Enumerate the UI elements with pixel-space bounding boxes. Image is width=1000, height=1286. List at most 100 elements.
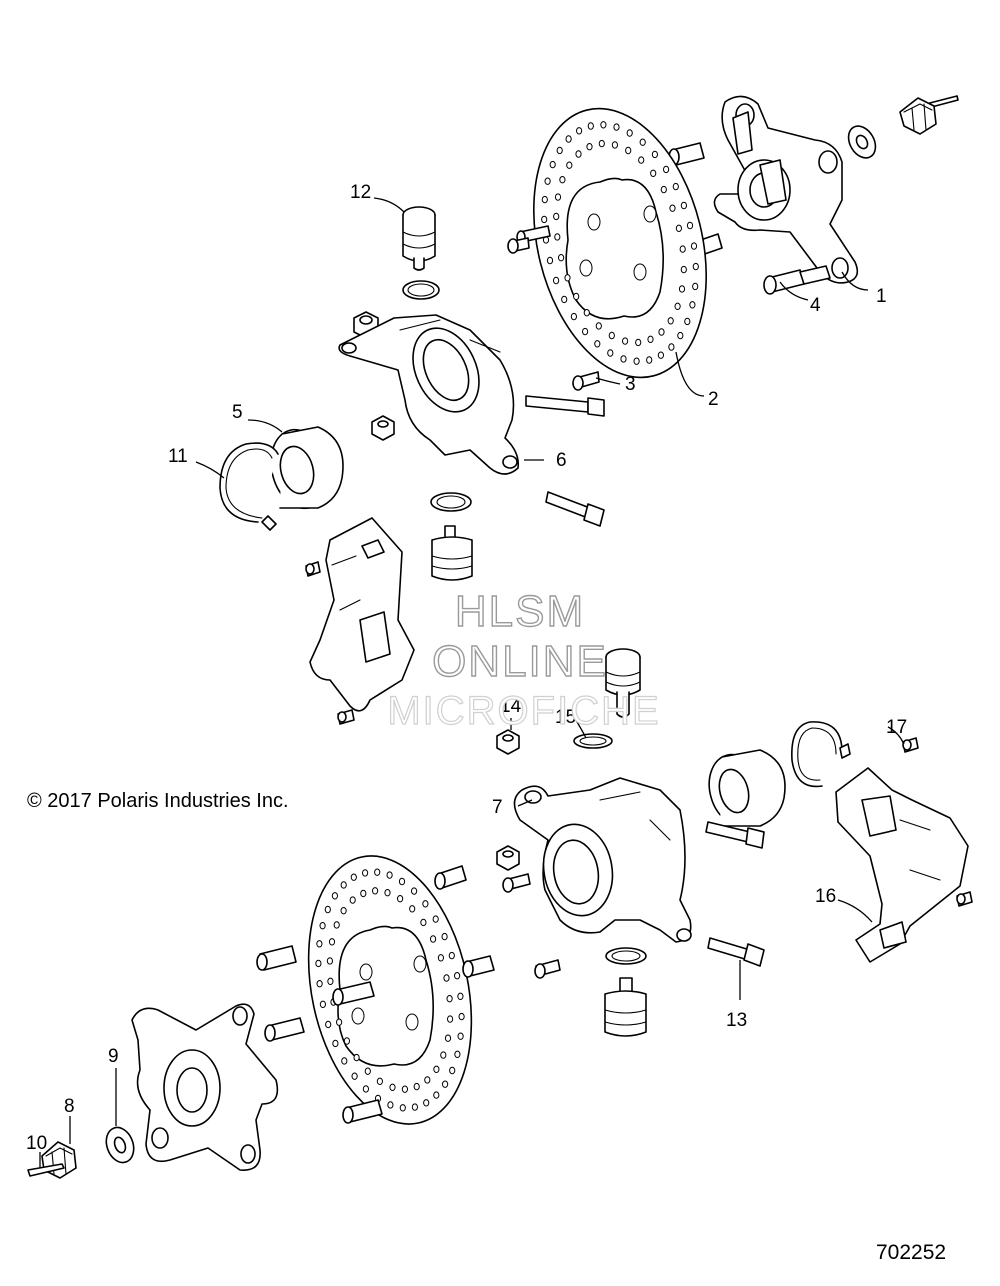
- vent-hole: [441, 932, 448, 941]
- snap-ring-upper-top: [402, 280, 440, 300]
- vent-hole: [684, 317, 691, 326]
- vent-hole: [398, 877, 406, 886]
- wheel-stud-lower-e: [264, 1017, 305, 1042]
- vent-hole: [433, 1065, 440, 1074]
- vent-hole: [658, 328, 665, 336]
- vent-hole: [411, 887, 418, 895]
- vent-hole: [570, 312, 578, 321]
- vent-hole: [692, 262, 699, 271]
- callout-8: 8: [64, 1096, 75, 1117]
- castle-nut-upper: [899, 97, 937, 135]
- vent-hole: [422, 900, 429, 908]
- vent-hole: [443, 974, 450, 982]
- snap-ring-upper: [219, 442, 279, 531]
- vent-hole: [432, 915, 439, 923]
- vent-hole: [360, 889, 367, 898]
- vent-hole: [442, 1080, 449, 1088]
- vent-hole: [353, 1053, 360, 1062]
- wheel-stud-lower-d: [332, 981, 375, 1006]
- vent-hole: [546, 256, 554, 265]
- vent-hole: [565, 135, 572, 143]
- vent-hole: [454, 1050, 461, 1059]
- vent-hole: [647, 335, 654, 343]
- brake-disc-lower: [307, 855, 473, 1125]
- snap-ring-lower-bottom: [605, 947, 647, 965]
- vent-hole: [376, 1077, 383, 1086]
- snap-ring-lower-top: [573, 733, 613, 749]
- vent-hole: [316, 980, 323, 988]
- vent-hole: [595, 322, 602, 330]
- vent-hole: [440, 1051, 447, 1059]
- vent-hole: [424, 1076, 431, 1084]
- vent-hole: [449, 1066, 456, 1075]
- vent-hole: [430, 935, 437, 943]
- vent-hole: [678, 285, 686, 293]
- wheel-hub-lower: [131, 1003, 279, 1171]
- vent-hole: [690, 242, 698, 250]
- vent-hole: [559, 176, 566, 184]
- ball-joint-lower-top: [605, 648, 641, 718]
- caliper-screw-lower-b: [956, 891, 973, 907]
- callout-14: 14: [500, 696, 522, 717]
- vent-hole: [558, 254, 565, 262]
- diagram-number: 702252: [876, 1241, 947, 1264]
- vent-hole: [341, 1057, 348, 1065]
- watermark-line-2: ONLINE: [432, 637, 608, 686]
- callout-11: 11: [168, 446, 188, 467]
- watermark: HLSM ONLINE MICROFICHE: [387, 586, 660, 733]
- vent-hole: [319, 922, 326, 930]
- brake-disc-upper: [533, 107, 707, 379]
- callout-17: 17: [886, 717, 907, 738]
- lock-nut-lower: [496, 729, 520, 755]
- vent-hole: [326, 957, 333, 965]
- vent-hole: [457, 1032, 464, 1040]
- vent-hole: [420, 918, 427, 927]
- callout-5: 5: [232, 402, 243, 423]
- disc-bolt-upper-c: [572, 371, 600, 391]
- callout-9: 9: [108, 1046, 119, 1067]
- vent-hole: [340, 907, 347, 915]
- vent-hole: [447, 1015, 454, 1023]
- vent-hole: [677, 331, 684, 340]
- vent-hole: [437, 954, 444, 962]
- vent-hole: [561, 295, 568, 304]
- ball-joint-upper-top: [402, 206, 436, 271]
- steering-knuckle-upper: [338, 314, 520, 475]
- knuckle-bolt-upper: [525, 395, 605, 417]
- vent-hole: [541, 195, 548, 204]
- vent-hole: [331, 892, 338, 900]
- vent-hole: [362, 869, 369, 877]
- vent-hole: [646, 356, 653, 364]
- vent-hole: [680, 201, 688, 210]
- vent-hole: [622, 337, 629, 345]
- vent-hole: [672, 182, 679, 191]
- vent-hole: [564, 274, 571, 282]
- vent-hole: [327, 977, 334, 985]
- vent-hole: [583, 309, 590, 317]
- vent-hole: [399, 1104, 406, 1112]
- vent-hole: [389, 1083, 396, 1092]
- watermark-line-3: MICROFICHE: [387, 689, 660, 733]
- vent-hole: [386, 871, 393, 879]
- vent-hole: [349, 896, 356, 904]
- vent-hole: [351, 1072, 358, 1080]
- vent-hole: [315, 959, 322, 968]
- vent-hole: [600, 121, 607, 129]
- vent-hole: [372, 887, 379, 895]
- wheel-stud-upper-c: [763, 265, 831, 295]
- lock-nut-lower-b: [496, 845, 520, 871]
- vent-hole: [364, 1067, 371, 1075]
- vent-hole: [433, 1091, 440, 1099]
- vent-hole: [556, 146, 563, 155]
- vent-hole: [319, 1000, 326, 1008]
- callout-6: 6: [556, 450, 567, 471]
- vent-hole: [566, 161, 573, 169]
- vent-hole: [332, 1039, 339, 1048]
- vent-hole: [586, 143, 593, 151]
- vent-hole: [620, 355, 627, 363]
- vent-hole: [669, 204, 676, 212]
- ball-joint-lower-bottom: [604, 977, 647, 1037]
- vent-hole: [576, 127, 583, 135]
- caliper-screw-upper-a: [305, 561, 321, 577]
